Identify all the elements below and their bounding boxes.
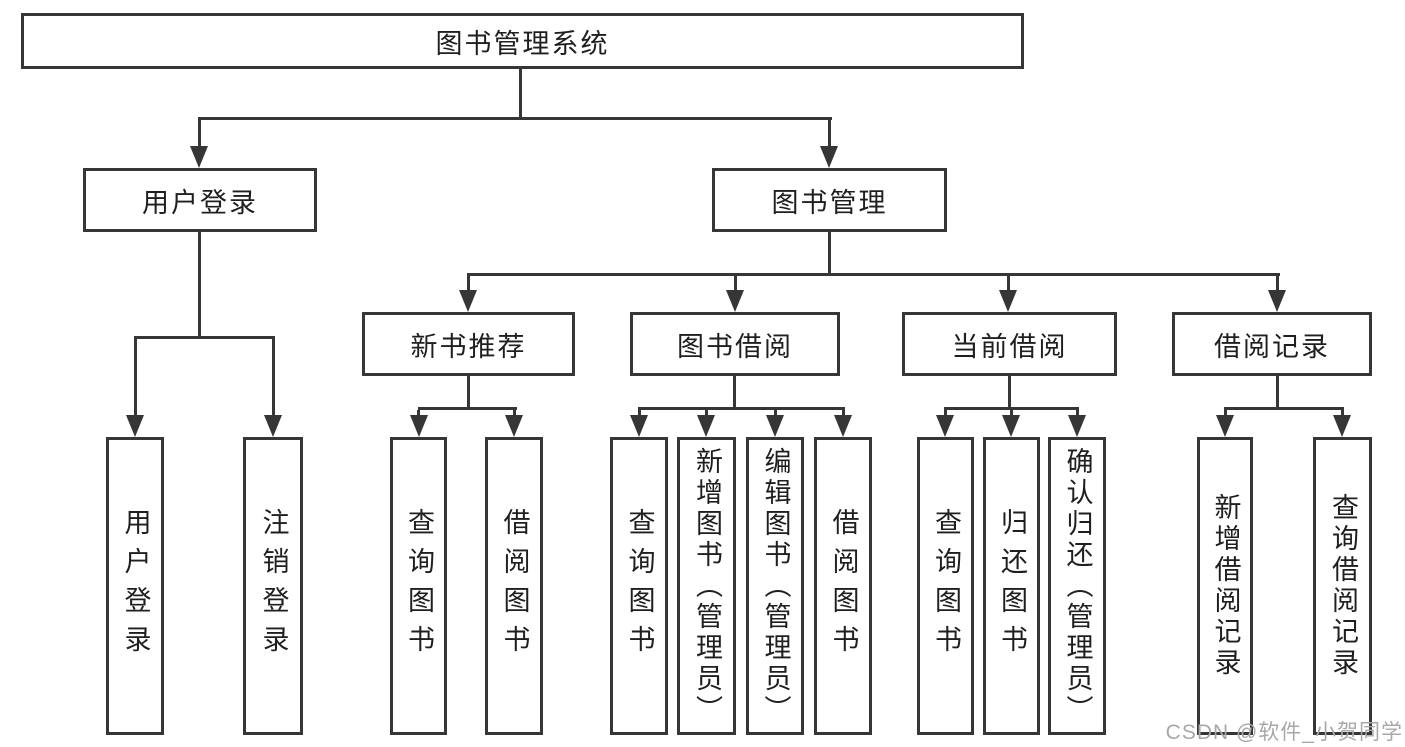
leaf-label: 查询图书 bbox=[404, 508, 434, 664]
connector-line bbox=[734, 276, 737, 292]
connector-line bbox=[774, 410, 777, 418]
connector-line bbox=[638, 407, 845, 410]
connector-line bbox=[418, 407, 517, 410]
connector-line bbox=[198, 120, 201, 148]
csdn-watermark: CSDN @软件_小贺同学 bbox=[1165, 721, 1403, 744]
node-label: 当前借阅 bbox=[951, 331, 1068, 362]
connector-line bbox=[134, 336, 275, 339]
connector-line bbox=[828, 232, 831, 276]
arrow-down-icon bbox=[1216, 415, 1234, 437]
arrow-down-icon bbox=[410, 415, 428, 437]
connector-line bbox=[705, 410, 708, 418]
leaf-label: 用户登录 bbox=[120, 508, 151, 664]
connector-line bbox=[1008, 376, 1011, 410]
node-label: 图书管理系统 bbox=[435, 28, 610, 59]
connector-line bbox=[828, 120, 831, 148]
leaf-label: 编辑图书（管理员） bbox=[760, 446, 791, 726]
connector-line bbox=[842, 410, 845, 418]
leaf-add-book-admin: 新增图书（管理员） bbox=[677, 437, 736, 735]
leaf-query-books-recommend: 查询图书 bbox=[390, 437, 447, 735]
node-label: 借阅记录 bbox=[1214, 331, 1330, 362]
leaf-return-books: 归还图书 bbox=[983, 437, 1040, 735]
node-label: 用户登录 bbox=[142, 187, 258, 218]
connector-line bbox=[134, 339, 137, 417]
leaf-label: 注销登录 bbox=[258, 508, 289, 664]
leaf-label: 新增借阅记录 bbox=[1210, 493, 1241, 679]
connector-line bbox=[1276, 376, 1279, 410]
arrow-down-icon bbox=[630, 415, 648, 437]
connector-line bbox=[1010, 410, 1013, 418]
leaf-query-books-borrowing: 查询图书 bbox=[610, 437, 668, 735]
leaf-borrow-books-recommend: 借阅图书 bbox=[485, 437, 543, 735]
connector-line bbox=[1341, 410, 1344, 418]
connector-line bbox=[467, 376, 470, 410]
arrow-down-icon bbox=[505, 415, 523, 437]
arrow-down-icon bbox=[126, 415, 144, 437]
node-current-borrowing: 当前借阅 bbox=[902, 312, 1117, 376]
arrow-down-icon bbox=[1268, 290, 1286, 312]
leaf-label: 查询图书 bbox=[931, 508, 961, 664]
connector-line bbox=[198, 232, 201, 339]
leaf-label: 确认归还（管理员） bbox=[1062, 446, 1093, 726]
connector-line bbox=[1224, 407, 1344, 410]
arrow-down-icon bbox=[697, 415, 715, 437]
leaf-add-borrow-record: 新增借阅记录 bbox=[1197, 437, 1253, 735]
arrow-down-icon bbox=[264, 415, 282, 437]
connector-line bbox=[1224, 410, 1227, 418]
connector-line bbox=[1276, 276, 1279, 292]
leaf-label: 借阅图书 bbox=[828, 508, 859, 664]
arrow-down-icon bbox=[459, 290, 477, 312]
arrow-down-icon bbox=[1068, 415, 1086, 437]
leaf-query-borrow-record: 查询借阅记录 bbox=[1313, 437, 1372, 735]
arrow-down-icon bbox=[936, 415, 954, 437]
connector-line bbox=[944, 410, 947, 418]
connector-line bbox=[467, 273, 1280, 276]
leaf-user-login: 用户登录 bbox=[106, 437, 164, 735]
arrow-down-icon bbox=[766, 415, 784, 437]
leaf-borrow-books-borrowing: 借阅图书 bbox=[814, 437, 872, 735]
connector-line bbox=[1007, 276, 1010, 292]
node-book-borrowing: 图书借阅 bbox=[630, 312, 840, 376]
node-book-management: 图书管理 bbox=[712, 168, 947, 232]
leaf-label: 归还图书 bbox=[997, 508, 1027, 664]
node-library-management-system: 图书管理系统 bbox=[21, 13, 1024, 69]
arrow-down-icon bbox=[726, 290, 744, 312]
leaf-label: 借阅图书 bbox=[499, 508, 530, 664]
leaf-logout: 注销登录 bbox=[243, 437, 303, 735]
arrow-down-icon bbox=[190, 146, 208, 168]
connector-line bbox=[733, 376, 736, 410]
connector-line bbox=[519, 69, 522, 120]
arrow-down-icon bbox=[1002, 415, 1020, 437]
arrow-down-icon bbox=[999, 290, 1017, 312]
leaf-label: 查询借阅记录 bbox=[1328, 493, 1358, 679]
node-label: 图书管理 bbox=[771, 187, 888, 218]
arrow-down-icon bbox=[820, 146, 838, 168]
node-label: 图书借阅 bbox=[677, 331, 793, 362]
leaf-edit-book-admin: 编辑图书（管理员） bbox=[746, 437, 804, 735]
connector-line bbox=[638, 410, 641, 418]
node-borrowing-records: 借阅记录 bbox=[1172, 312, 1372, 376]
leaf-label: 查询图书 bbox=[624, 508, 655, 664]
connector-line bbox=[272, 339, 275, 417]
node-user-login: 用户登录 bbox=[83, 168, 317, 232]
connector-line bbox=[944, 407, 1079, 410]
leaf-label: 新增图书（管理员） bbox=[692, 446, 722, 726]
arrow-down-icon bbox=[834, 415, 852, 437]
arrow-down-icon bbox=[1333, 415, 1351, 437]
node-new-book-recommendation: 新书推荐 bbox=[362, 312, 575, 376]
leaf-query-books-current: 查询图书 bbox=[917, 437, 974, 735]
connector-line bbox=[1076, 410, 1079, 418]
connector-line bbox=[513, 410, 516, 418]
connector-line bbox=[198, 117, 832, 120]
leaf-confirm-return-admin: 确认归还（管理员） bbox=[1048, 437, 1106, 735]
connector-line bbox=[417, 410, 420, 418]
node-label: 新书推荐 bbox=[410, 331, 527, 362]
connector-line bbox=[467, 276, 470, 292]
